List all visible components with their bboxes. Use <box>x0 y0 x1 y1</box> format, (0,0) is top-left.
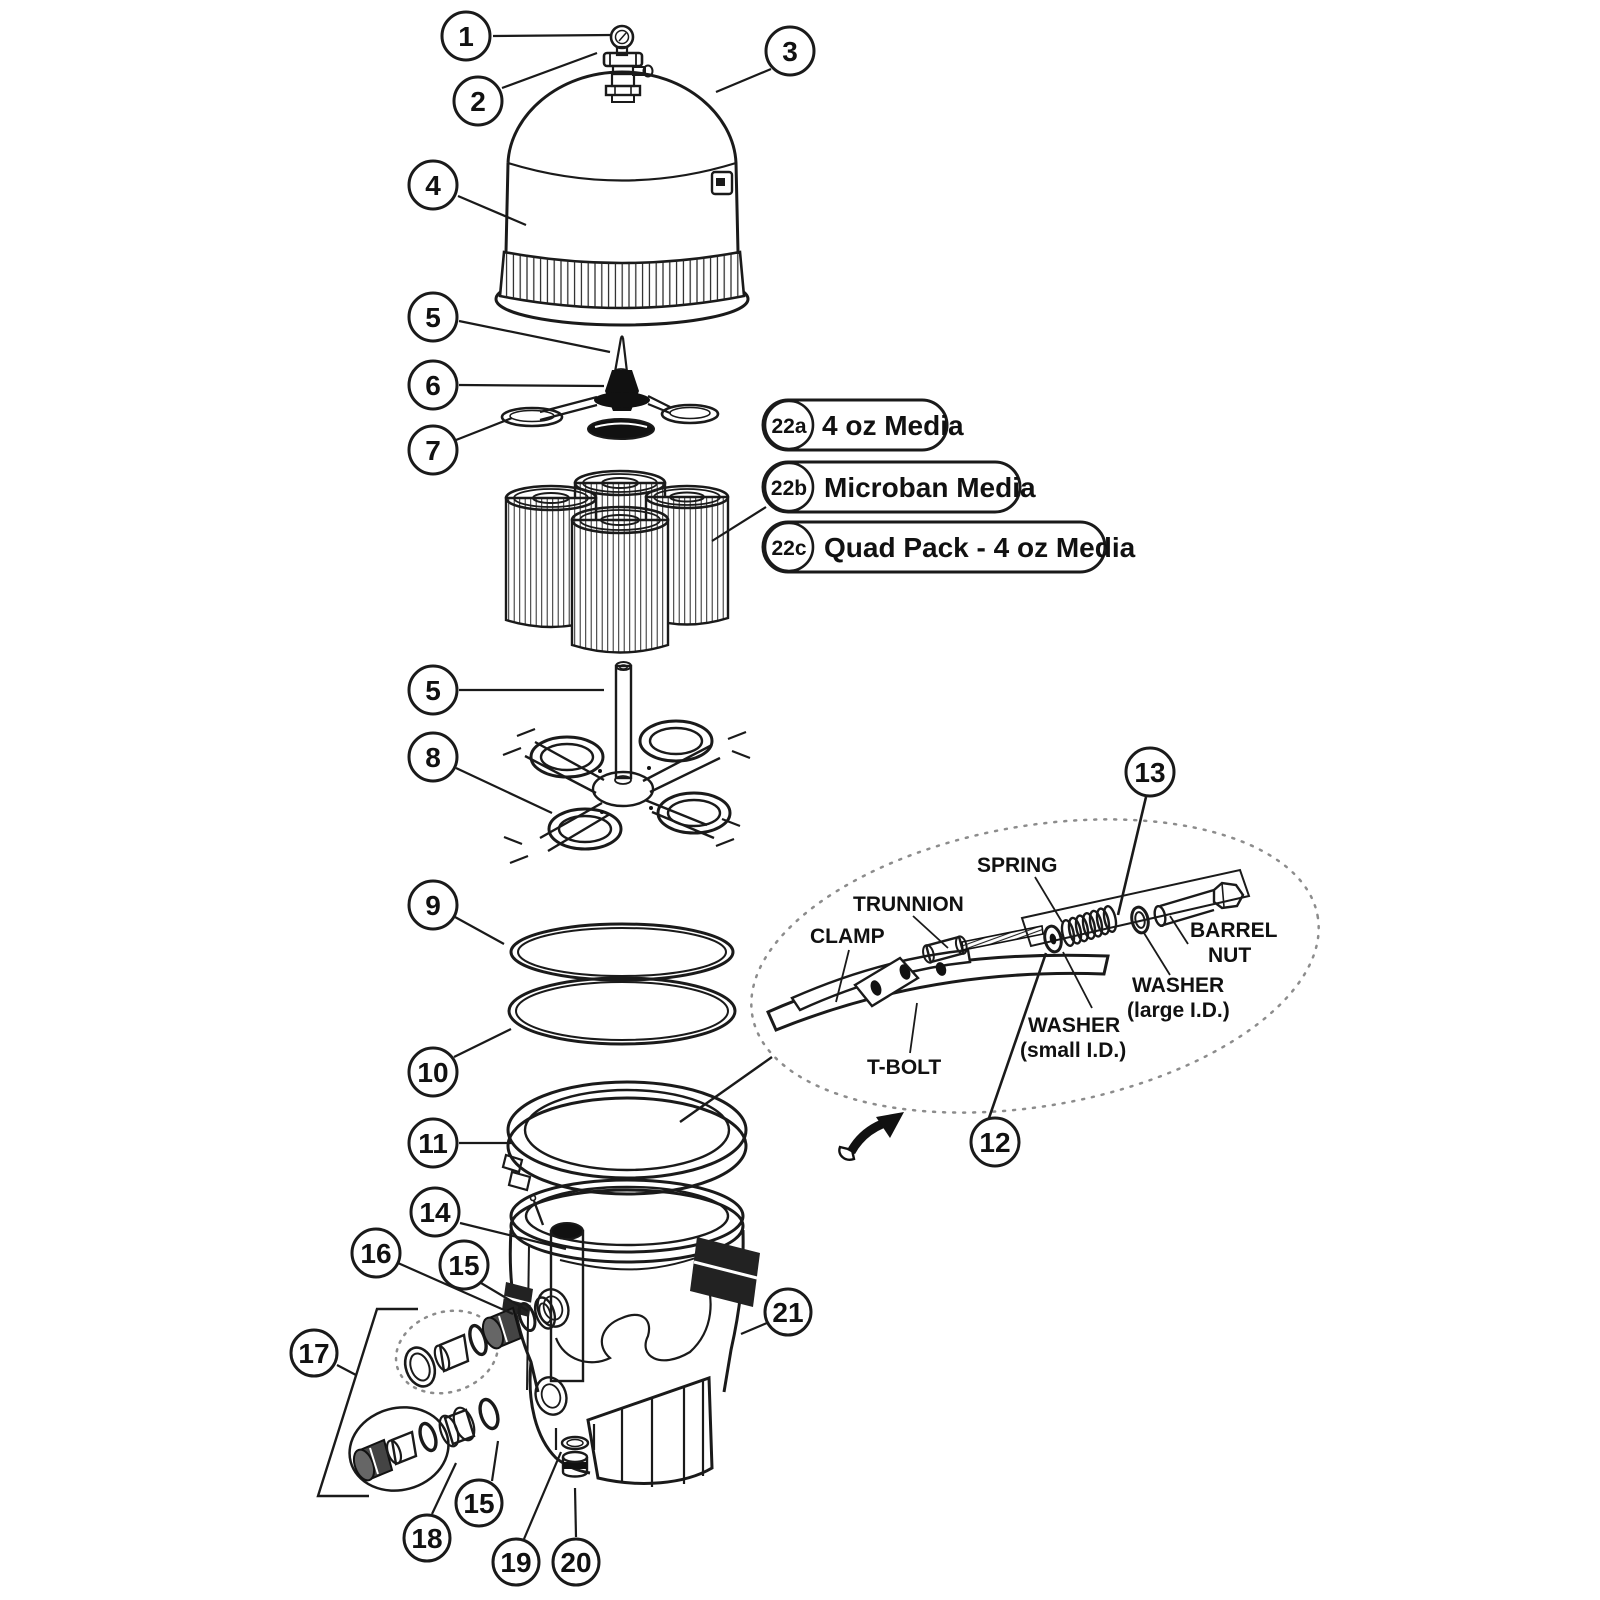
label-trunnion: TRUNNION <box>853 893 964 916</box>
label-clamp: CLAMP <box>810 925 885 948</box>
svg-text:12: 12 <box>979 1127 1010 1158</box>
clamp-detail: SPRING TRUNNION CLAMP T-BOLT WASHER (sma… <box>679 818 1320 1161</box>
group-bracket <box>316 1307 418 1498</box>
svg-text:11: 11 <box>418 1128 448 1159</box>
svg-text:17: 17 <box>298 1338 329 1369</box>
svg-text:21: 21 <box>772 1297 803 1328</box>
svg-text:5: 5 <box>425 675 441 706</box>
callout-7: 7 <box>407 424 459 476</box>
callout-10: 10 <box>407 1046 459 1098</box>
clamp-ring <box>501 1080 748 1196</box>
drain-assembly <box>560 1435 590 1478</box>
standpipe <box>614 661 633 780</box>
side-port-upper <box>536 1288 570 1328</box>
svg-text:9: 9 <box>425 890 441 921</box>
solid-group-ellipse <box>348 1406 450 1492</box>
svg-text:1: 1 <box>458 21 474 52</box>
media-pill-22b-label: Microban Media <box>824 472 1036 503</box>
side-port-lower <box>534 1376 568 1416</box>
media-pill-22a: 22a 4 oz Media <box>761 398 964 452</box>
washer-small-part <box>1043 924 1063 954</box>
callout-4: 4 <box>407 159 459 211</box>
svg-text:18: 18 <box>411 1523 442 1554</box>
svg-text:20: 20 <box>560 1547 591 1578</box>
callout-18: 18 <box>402 1513 452 1563</box>
callout-5b: 5 <box>407 664 459 716</box>
svg-text:3: 3 <box>782 36 798 67</box>
label-washer-large-2: (large I.D.) <box>1127 999 1230 1022</box>
media-option-pills: 22a 4 oz Media 22b Microban Media 22c Qu… <box>761 398 1136 574</box>
callout-19: 19 <box>491 1537 541 1587</box>
callout-13: 13 <box>1124 746 1176 798</box>
label-washer-large-1: WASHER <box>1132 974 1224 997</box>
o-ring-upper <box>509 922 735 982</box>
callout-17: 17 <box>289 1328 339 1378</box>
detail-dashed-ellipse <box>750 818 1320 1114</box>
spring-part <box>1060 905 1118 947</box>
leader-lines <box>336 33 1148 1540</box>
media-pill-22c-id: 22c <box>771 537 806 560</box>
barrel-nut-part <box>1153 881 1245 928</box>
media-pill-22c: 22c Quad Pack - 4 oz Media <box>761 520 1136 574</box>
svg-text:7: 7 <box>425 435 441 466</box>
media-pill-22b: 22b Microban Media <box>761 460 1036 514</box>
bulkhead-fittings-upper <box>394 1296 557 1395</box>
callout-12: 12 <box>969 1116 1021 1168</box>
rotate-arrow-icon <box>838 1112 904 1161</box>
callout-2: 2 <box>452 75 504 127</box>
spider-assembly <box>500 370 720 440</box>
media-pill-22a-id: 22a <box>771 415 806 438</box>
media-pill-22b-id: 22b <box>771 477 807 500</box>
callout-3: 3 <box>764 25 816 77</box>
filter-lid <box>494 70 750 327</box>
svg-text:16: 16 <box>360 1238 391 1269</box>
callout-6: 6 <box>407 359 459 411</box>
callout-20: 20 <box>551 1537 601 1587</box>
air-relief-valve <box>602 51 654 103</box>
bulkhead-fittings-lower <box>348 1397 500 1492</box>
svg-text:2: 2 <box>470 86 486 117</box>
callout-1: 1 <box>440 10 492 62</box>
svg-text:14: 14 <box>419 1197 451 1228</box>
label-barrel-nut-1: BARREL <box>1190 919 1278 942</box>
media-pill-22a-label: 4 oz Media <box>822 410 964 441</box>
callout-9: 9 <box>407 879 459 931</box>
media-pill-22c-label: Quad Pack - 4 oz Media <box>824 532 1136 563</box>
washer-large-part <box>1130 905 1150 935</box>
detail-reference-line <box>679 1056 773 1123</box>
callouts: 1 2 3 4 5 6 7 5 <box>289 10 1176 1587</box>
svg-text:15: 15 <box>448 1250 479 1281</box>
svg-text:6: 6 <box>425 370 441 401</box>
label-washer-small-1: WASHER <box>1028 1014 1120 1037</box>
callout-15b: 15 <box>454 1478 504 1528</box>
cartridge-quad-pack <box>504 469 730 654</box>
callout-14: 14 <box>409 1186 461 1238</box>
pressure-gauge <box>609 24 635 57</box>
svg-text:13: 13 <box>1134 757 1165 788</box>
label-spring: SPRING <box>977 854 1058 877</box>
t-bolt-part <box>961 925 1044 951</box>
svg-text:5: 5 <box>425 302 441 333</box>
clamp-band-back <box>790 948 972 1012</box>
svg-text:4: 4 <box>425 170 441 201</box>
label-barrel-nut-2: NUT <box>1208 944 1251 967</box>
label-washer-small-2: (small I.D.) <box>1020 1039 1126 1062</box>
o-ring-lower <box>507 976 737 1046</box>
label-t-bolt: T-BOLT <box>867 1056 941 1079</box>
svg-text:10: 10 <box>417 1057 448 1088</box>
svg-text:19: 19 <box>500 1547 531 1578</box>
callout-21: 21 <box>763 1287 813 1337</box>
callout-11: 11 <box>407 1117 459 1169</box>
callout-16: 16 <box>350 1227 402 1279</box>
svg-text:15: 15 <box>463 1488 494 1519</box>
bottom-manifold <box>502 719 751 865</box>
tank-bottom <box>502 1178 760 1487</box>
callout-5a: 5 <box>407 291 459 343</box>
svg-text:8: 8 <box>425 742 441 773</box>
callout-15a: 15 <box>438 1239 490 1291</box>
callout-8: 8 <box>407 731 459 783</box>
